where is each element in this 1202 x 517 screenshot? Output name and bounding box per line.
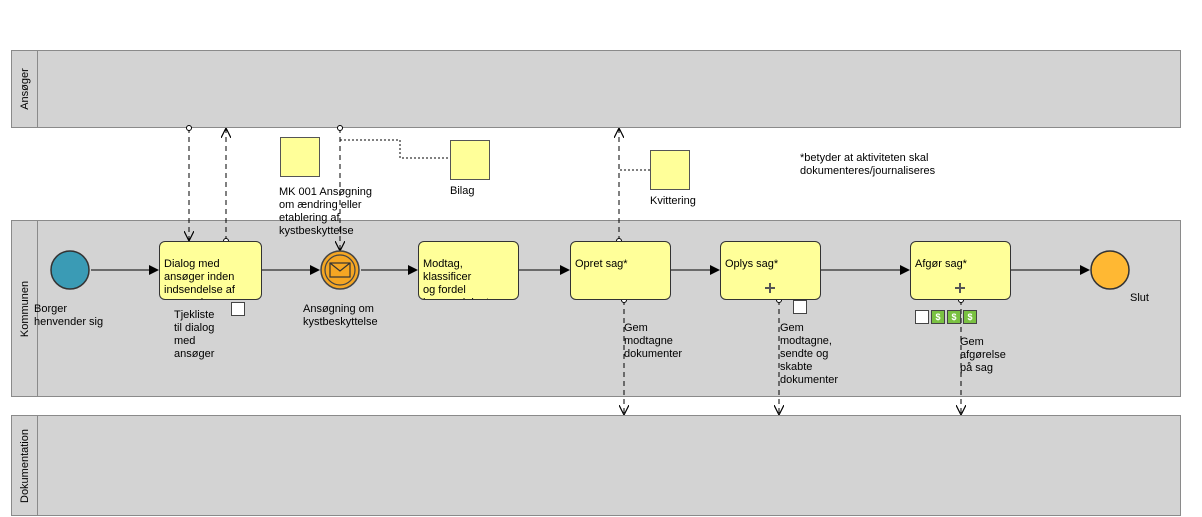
annotation-text: Gem modtagne dokumenter: [624, 322, 683, 360]
association: [340, 139, 450, 159]
data-object-label: Kvittering: [650, 195, 696, 207]
annotation-text: Tjekliste til dialog med ansøger: [174, 309, 215, 360]
message-event-label: Ansøgning om kystbeskyttelse: [303, 303, 378, 328]
lane-dokumentation: Dokumentation: [11, 415, 1181, 516]
data-object-mk001[interactable]: [280, 137, 320, 177]
start-event: [50, 250, 90, 290]
checklist-document-icon: [231, 302, 245, 316]
start-event-label: Borger henvender sig: [34, 303, 104, 328]
data-object-label: Bilag: [450, 185, 475, 197]
end-event: [1090, 250, 1130, 290]
lane-label: Dokumentation: [12, 416, 38, 515]
dollar-icon: $: [947, 310, 961, 324]
lane-label: Ansøger: [12, 51, 38, 127]
document-icon: [915, 310, 929, 324]
lane-ansoger: Ansøger: [11, 50, 1181, 128]
data-object-bilag[interactable]: [450, 140, 490, 180]
data-object-kvittering[interactable]: [650, 150, 690, 190]
lane-label: Kommunen: [12, 221, 38, 396]
end-event-label: Slut: [1130, 292, 1149, 304]
task-label: Afgør sag*: [915, 258, 967, 270]
task-label: Oplys sag*: [725, 258, 779, 270]
task-dialog[interactable]: Dialog med ansøger inden indsendelse af …: [159, 241, 262, 300]
legend-note: *betyder at aktiviteten skal dokumentere…: [800, 152, 936, 177]
task-opret-sag[interactable]: Opret sag*: [570, 241, 671, 300]
document-icon: [793, 300, 807, 314]
subprocess-plus-icon[interactable]: [954, 282, 966, 294]
data-object-label: MK 001 Ansøgning om ændring eller etable…: [279, 186, 372, 237]
dollar-icon: $: [963, 310, 977, 324]
dollar-icon: $: [931, 310, 945, 324]
annotation-text: Gem afgørelse på sag: [960, 336, 1006, 374]
task-label: Dialog med ansøger inden indsendelse af …: [164, 258, 235, 299]
annotation-text: Gem modtagne, sendte og skabte dokumente…: [780, 322, 839, 386]
task-label: Opret sag*: [575, 258, 628, 270]
subprocess-plus-icon[interactable]: [764, 282, 776, 294]
task-label: Modtag, klassificer og fordel henvendels…: [423, 258, 490, 299]
task-modtag[interactable]: Modtag, klassificer og fordel henvendels…: [418, 241, 519, 300]
